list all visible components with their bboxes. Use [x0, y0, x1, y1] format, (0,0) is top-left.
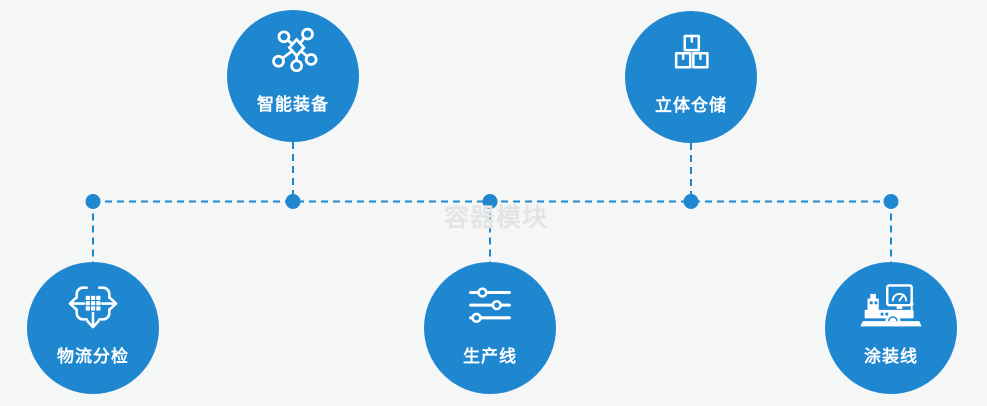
node-stereo-warehouse: 立体仓储: [625, 11, 757, 143]
node-logistics-sorting: 物流分检: [27, 262, 159, 394]
node-label: 智能装备: [257, 95, 329, 114]
sliders-icon: [463, 279, 517, 333]
node-production-line: 生产线: [424, 262, 556, 394]
stacked-boxes-icon: [666, 29, 716, 79]
control-station-icon: [859, 283, 923, 333]
junction-dot: [285, 194, 301, 209]
node-label: 生产线: [463, 347, 517, 366]
node-label: 立体仓储: [655, 96, 727, 115]
junction-dot: [883, 194, 899, 209]
watermark: 容器模块: [444, 204, 549, 232]
sorting-crossroads-icon: [64, 275, 122, 333]
junction-dot: [683, 194, 699, 209]
node-smart-equipment: 智能装备: [227, 10, 359, 142]
node-painting-line: 涂装线: [825, 262, 957, 394]
node-label: 物流分检: [57, 347, 129, 366]
network-nodes-icon: [264, 25, 322, 83]
junction-dot: [482, 194, 498, 209]
node-label: 涂装线: [864, 347, 918, 366]
junction-dot: [85, 194, 101, 209]
